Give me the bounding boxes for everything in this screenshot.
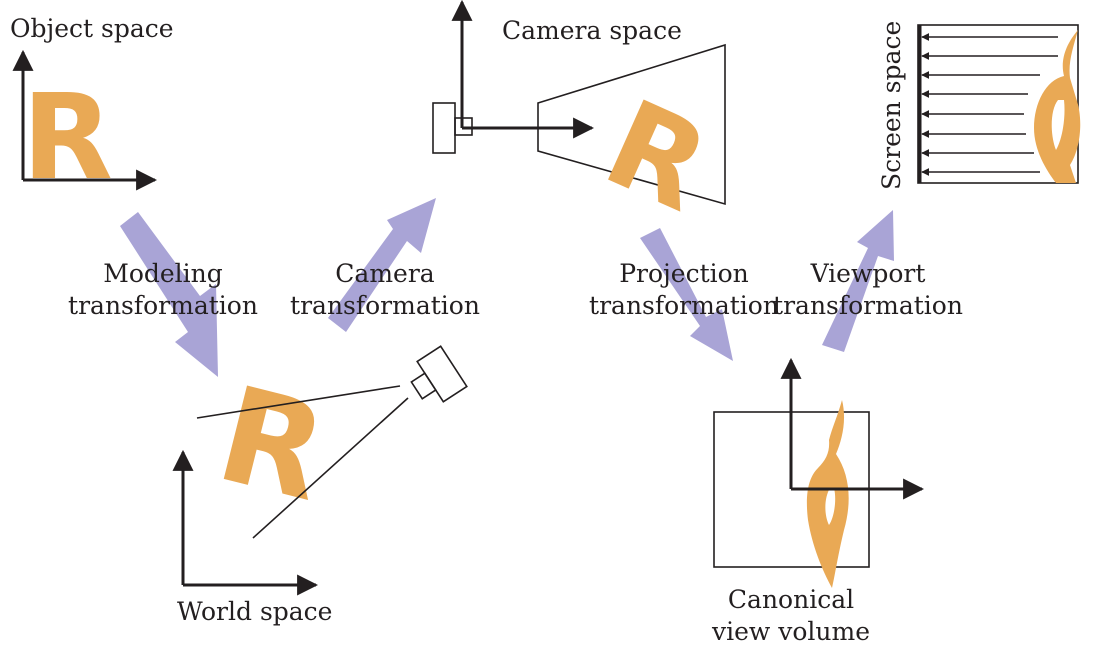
canonical-distorted-glyph [806,400,849,588]
projection-transformation-label-line2: transformation [589,291,779,320]
viewport-transformation-step: Viewport transformation [773,210,963,352]
camera-space-group: Camera space R [432,0,727,240]
canonical-view-volume-label-line1: Canonical [728,585,854,614]
camera-body-icon [432,102,456,154]
object-space-label: Object space [10,14,174,43]
projection-transformation-arrow [640,228,733,361]
viewport-transformation-arrow [822,210,894,352]
projection-transformation-label-line1: Projection [619,259,749,288]
camera-view-frustum [537,43,726,206]
object-space-group: Object space R [10,14,174,206]
camera-transformation-arrow [328,198,436,332]
world-space-group: R World space [172,345,468,626]
screen-space-distorted-glyph [1034,30,1081,183]
screen-space-label: Screen space [877,21,906,190]
camera-transformation-step: Camera transformation [290,198,480,332]
screen-space-group: Screen space [877,21,1081,190]
modeling-transformation-label-line2: transformation [68,291,258,320]
camera-transformation-label-line2: transformation [290,291,480,320]
canonical-view-volume-group: Canonical view volume [711,357,925,646]
screen-space-frame [917,24,1079,184]
camera-transformation-label-line1: Camera [335,259,434,288]
viewport-transformation-label-line1: Viewport [810,259,926,288]
modeling-transformation-label-line1: Modeling [103,259,223,288]
screen-space-rays [921,33,1058,176]
viewport-transformation-label-line2: transformation [773,291,963,320]
modeling-transformation-step: Modeling transformation [68,212,258,377]
modeling-transformation-arrow [120,212,218,377]
projection-transformation-step: Projection transformation [589,228,779,361]
canonical-view-volume-label-line2: view volume [711,617,870,646]
world-camera-frustum-bottom-edge [252,397,409,539]
camera-space-r-glyph: R [586,75,727,240]
camera-space-label: Camera space [502,16,682,45]
world-camera-frustum-top-edge [196,385,401,419]
world-space-r-glyph: R [204,358,340,532]
world-camera-icon [410,345,468,403]
object-space-r-glyph: R [22,68,113,206]
world-space-label: World space [177,597,332,626]
